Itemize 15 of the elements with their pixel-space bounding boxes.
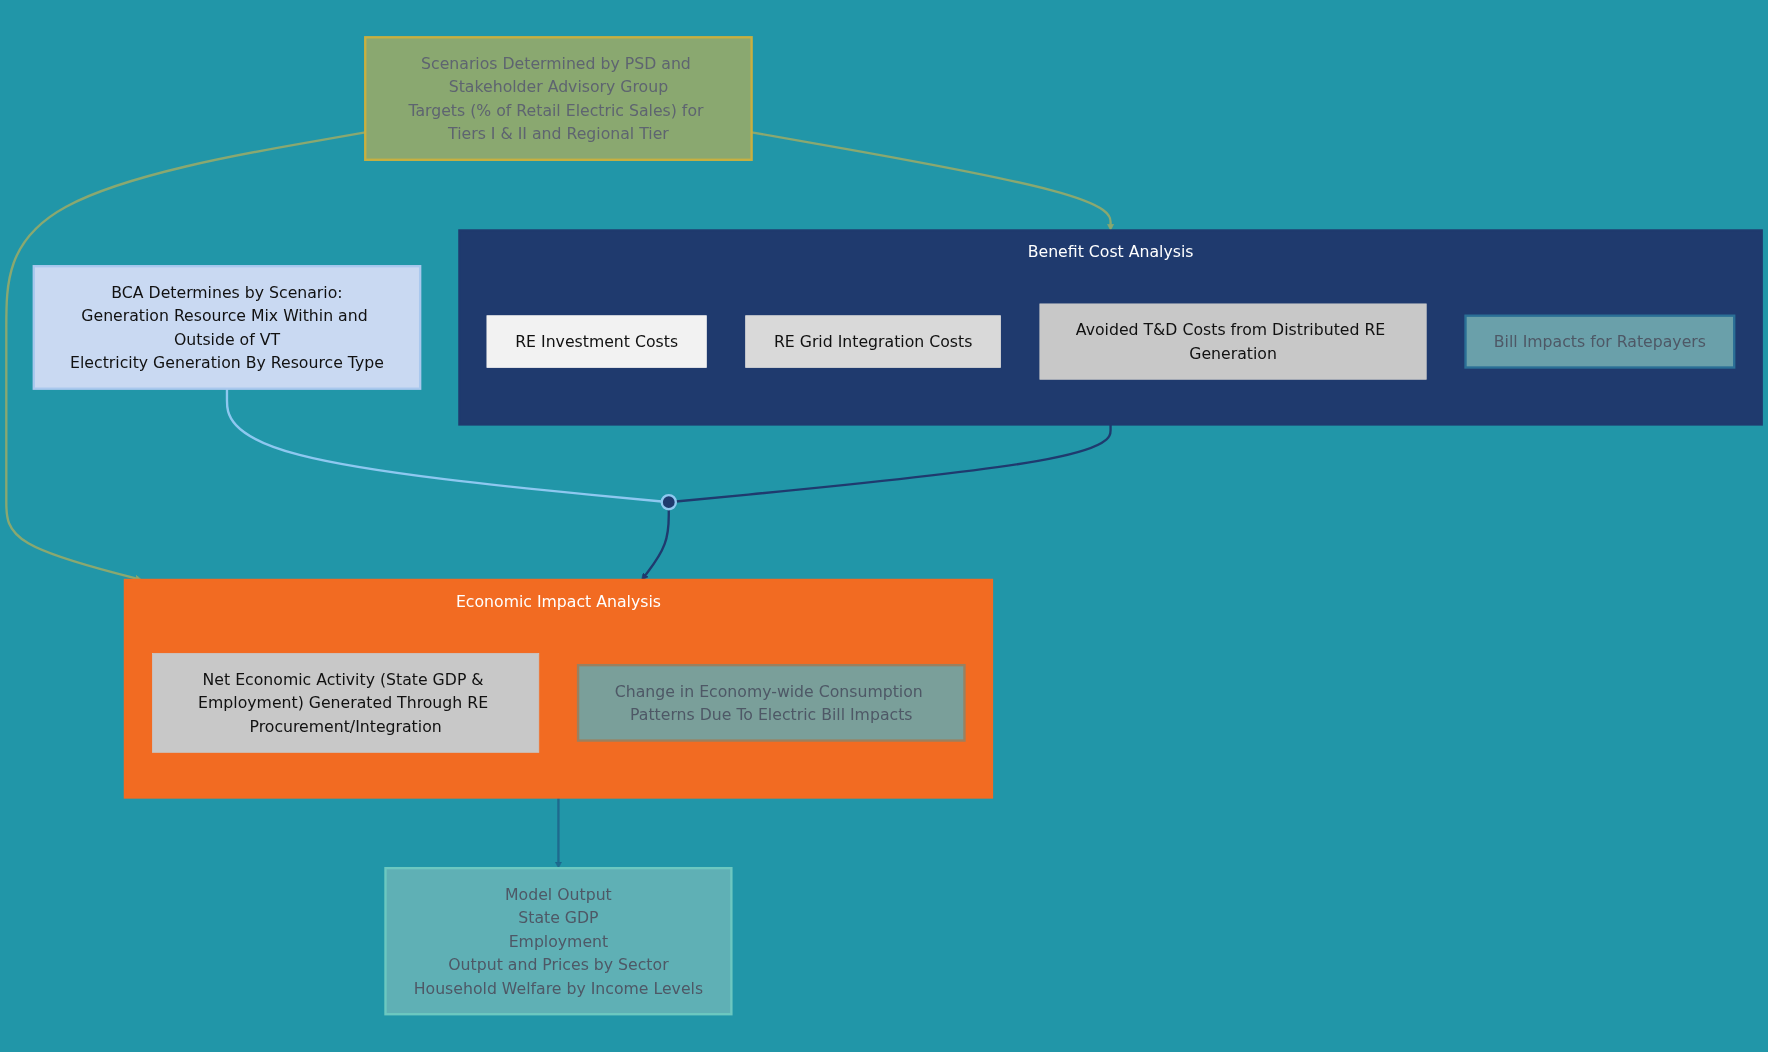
connector bbox=[225, 388, 662, 503]
arrow bbox=[555, 797, 562, 869]
node-box: Model Output State GDP Employment Output and Prices by Sector Household Welfare by Income Levels bbox=[384, 867, 733, 1016]
node-box: Scenarios Determined by PSD and Stakeholder Advisory Group Targets (% of Retail Electric Sales) for Tiers I & II and Regional Tier bbox=[364, 36, 753, 162]
connector bbox=[675, 424, 1112, 503]
node-circle bbox=[660, 494, 677, 511]
arrow bbox=[751, 131, 1114, 231]
node-box: Change in Economy-wide Consumption Patterns Due To Electric Bill Impacts bbox=[576, 664, 966, 742]
node-box: Bill Impacts for Ratepayers bbox=[1464, 314, 1736, 369]
node-box: BCA Determines by Scenario: Generation Resource Mix Within and Outside of VT Electricity Generation By Resource Type bbox=[32, 265, 422, 391]
node-box: RE Investment Costs bbox=[486, 315, 707, 369]
arrow bbox=[641, 509, 670, 581]
node-box: Net Economic Activity (State GDP & Employment) Generated Through RE Procurement/Integration bbox=[152, 653, 540, 753]
node-box: RE Grid Integration Costs bbox=[745, 315, 1001, 369]
node-box: Avoided T&D Costs from Distributed RE Generation bbox=[1039, 303, 1427, 380]
